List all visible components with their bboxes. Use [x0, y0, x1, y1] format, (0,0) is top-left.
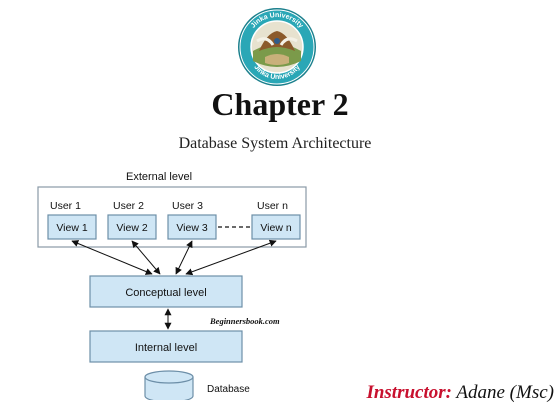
university-logo: Jinka University Jinka University: [238, 8, 316, 86]
view-label: View 1: [56, 222, 87, 234]
database-icon: [144, 370, 194, 400]
conceptual-level-label: Conceptual level: [125, 287, 206, 299]
user-label: User n: [257, 200, 288, 212]
architecture-diagram: External level User 1 View 1 User 2 View…: [37, 171, 307, 400]
internal-level-label: Internal level: [135, 342, 197, 354]
mapping-arrow: [185, 239, 277, 276]
user-label: User 1: [50, 200, 81, 212]
slide-title: Chapter 2: [211, 86, 349, 122]
view-label: View 2: [116, 222, 147, 234]
mapping-arrow: [131, 240, 161, 275]
user-label: User 3: [172, 200, 203, 212]
database-label: Database: [207, 384, 250, 395]
view-label: View 3: [176, 222, 207, 234]
instructor-label: Instructor:: [366, 382, 452, 403]
view-box: [167, 214, 217, 240]
instructor-name: Adane (Msc): [456, 382, 554, 403]
instructor-credit: Instructor: Adane (Msc): [366, 382, 554, 404]
view-box: [47, 214, 97, 240]
slide-subtitle: Database System Architecture: [178, 135, 372, 152]
watermark-text: Beginnersbook.com: [209, 316, 280, 326]
internal-level-box: [89, 330, 243, 363]
conceptual-level-box: [89, 275, 243, 308]
view-box: [251, 214, 301, 240]
user-label: User 2: [113, 200, 144, 212]
view-box: [107, 214, 157, 240]
external-level-label: External level: [126, 171, 192, 183]
view-label: View n: [260, 222, 291, 234]
